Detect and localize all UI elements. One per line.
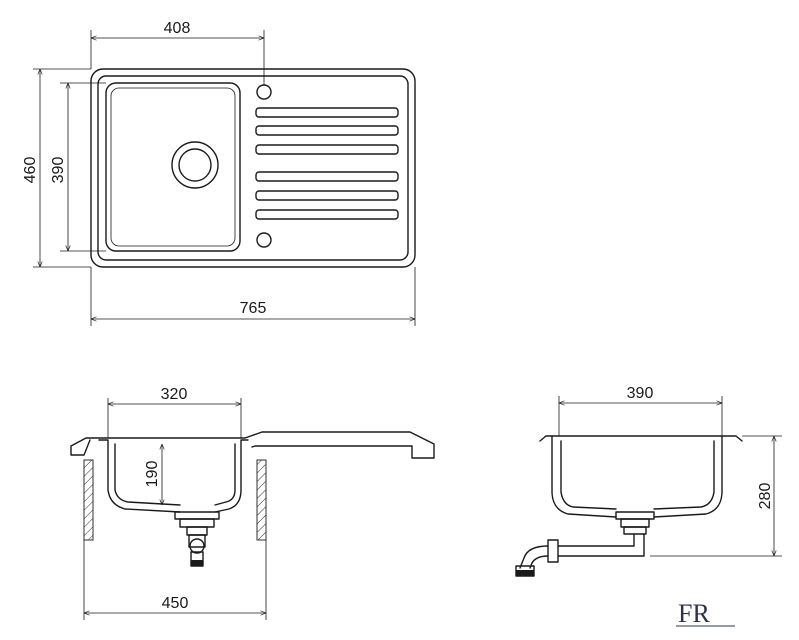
dim-320-label: 320 <box>161 386 188 403</box>
bowl-outline <box>105 82 241 252</box>
drainboard-grooves <box>255 107 399 220</box>
side-rim <box>539 435 743 442</box>
dim-390-bowl: 390 <box>50 82 106 252</box>
front-drain-fitting <box>174 511 220 567</box>
top-view: 408 460 390 765 <box>22 20 416 326</box>
dim-408-label: 408 <box>164 20 191 37</box>
dim-190-label: 190 <box>144 461 161 488</box>
tap-hole-top <box>256 84 272 100</box>
dim-390-side: 390 <box>558 385 723 436</box>
drain-inner <box>178 148 212 182</box>
dim-450: 450 <box>83 540 267 620</box>
dim-320: 320 <box>107 386 242 438</box>
brand-logo-mark: FR <box>678 599 710 628</box>
dim-765: 765 <box>90 267 416 326</box>
dim-280: 280 <box>650 435 782 557</box>
sink-outline <box>90 68 416 268</box>
cabinet-wall-left <box>83 459 94 541</box>
side-drain-fitting <box>515 511 655 577</box>
front-bowl-outer <box>98 439 249 513</box>
dim-408: 408 <box>90 20 265 85</box>
dim-280-label: 280 <box>757 483 774 510</box>
front-bowl-inner <box>114 443 236 506</box>
dim-460-label: 460 <box>22 157 39 184</box>
dim-390-bowl-label: 390 <box>50 157 67 184</box>
dim-765-label: 765 <box>240 300 267 317</box>
dim-450-label: 450 <box>162 595 189 612</box>
sink-inner-rim <box>97 75 409 261</box>
tap-hole-bottom <box>256 232 272 248</box>
cabinet-wall-right <box>256 459 267 541</box>
dim-190: 190 <box>144 444 162 505</box>
side-section-view: 390 280 <box>515 385 782 577</box>
front-section-view: 320 190 450 <box>70 386 435 620</box>
side-bowl-inner <box>560 440 715 510</box>
dim-390-side-label: 390 <box>627 385 654 402</box>
side-bowl-outer <box>551 435 723 518</box>
brand-logo: FR <box>676 599 735 628</box>
drain-outer <box>171 141 219 189</box>
dim-460: 460 <box>22 68 91 268</box>
front-rim-drainboard <box>70 431 435 459</box>
bowl-inner <box>110 87 236 247</box>
